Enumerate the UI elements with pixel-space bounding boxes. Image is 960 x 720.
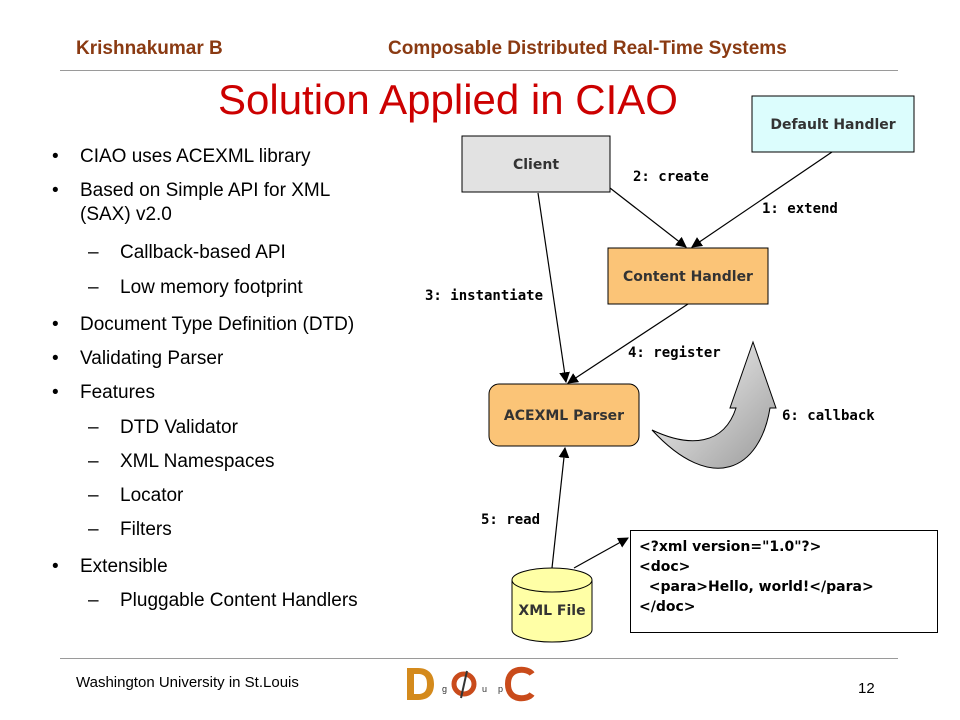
sub-bullet-item: Low memory footprint (88, 276, 303, 300)
client-node: Client (461, 135, 611, 193)
register-arrow (567, 303, 689, 384)
default-handler-node: Default Handler (751, 95, 915, 153)
sub-bullet-item: Pluggable Content Handlers (88, 589, 358, 613)
callback-label: 6: callback (782, 408, 875, 424)
page-number: 12 (858, 680, 875, 697)
instantiate-arrow (537, 192, 570, 384)
xml-line: <?xml version="1.0"?> (639, 539, 822, 555)
extend-arrow (691, 151, 833, 248)
instantiate-label: 3: instantiate (425, 288, 543, 304)
content-handler-node: Content Handler (607, 247, 769, 305)
bullet-item: Extensible (52, 555, 168, 579)
extend-label: 1: extend (762, 201, 838, 217)
client-label: Client (513, 157, 559, 173)
xml-sample-box: <?xml version="1.0"?> <doc> <para>Hello,… (630, 530, 938, 633)
create-arrow (609, 187, 687, 248)
xml-file-cylinder-body (511, 580, 593, 643)
xml-file-label: XML File (518, 603, 585, 619)
doc-group-logo: g u p (407, 666, 535, 702)
svg-text:u: u (482, 684, 487, 694)
sub-bullet-item: XML Namespaces (88, 450, 275, 474)
header-author: Krishnakumar B (76, 38, 223, 59)
acexml-parser-label: ACEXML Parser (504, 408, 624, 424)
register-label: 4: register (628, 345, 721, 361)
sub-bullet-item: DTD Validator (88, 416, 238, 440)
svg-text:p: p (498, 684, 503, 694)
xml-file-cylinder-top (511, 567, 593, 593)
client-box (461, 135, 611, 193)
callback-curved-arrow (651, 340, 777, 469)
bullet-item: Based on Simple API for XML (52, 179, 330, 203)
bullet-item-continuation: (SAX) v2.0 (80, 204, 172, 225)
read-label: 5: read (481, 512, 540, 528)
default-handler-label: Default Handler (770, 117, 895, 133)
xml-line: <doc> (639, 559, 691, 575)
xml-line: <para>Hello, world!</para> (639, 579, 874, 595)
read-arrow (551, 446, 570, 569)
acexml-parser-box (488, 383, 640, 447)
header-divider (60, 70, 898, 71)
sub-bullet-item: Locator (88, 484, 183, 508)
header-course: Composable Distributed Real-Time Systems (388, 38, 787, 59)
acexml-parser-node: ACEXML Parser (488, 383, 640, 447)
xml-line: </doc> (639, 599, 696, 615)
bullet-item: Document Type Definition (DTD) (52, 313, 354, 337)
slide-title: Solution Applied in CIAO (218, 76, 678, 123)
create-label: 2: create (633, 169, 709, 185)
svg-text:g: g (442, 684, 447, 694)
footer-divider (60, 658, 898, 659)
sub-bullet-item: Callback-based API (88, 241, 286, 265)
default-handler-box (751, 95, 915, 153)
xml-content-arrow (573, 537, 629, 569)
footer-institution: Washington University in St.Louis (76, 674, 299, 691)
sub-bullet-item: Filters (88, 518, 172, 542)
bullet-item: CIAO uses ACEXML library (52, 145, 311, 169)
bullet-item: Features (52, 381, 155, 405)
xml-file-node: XML File (511, 567, 593, 643)
bullet-item: Validating Parser (52, 347, 223, 371)
content-handler-label: Content Handler (623, 269, 753, 285)
